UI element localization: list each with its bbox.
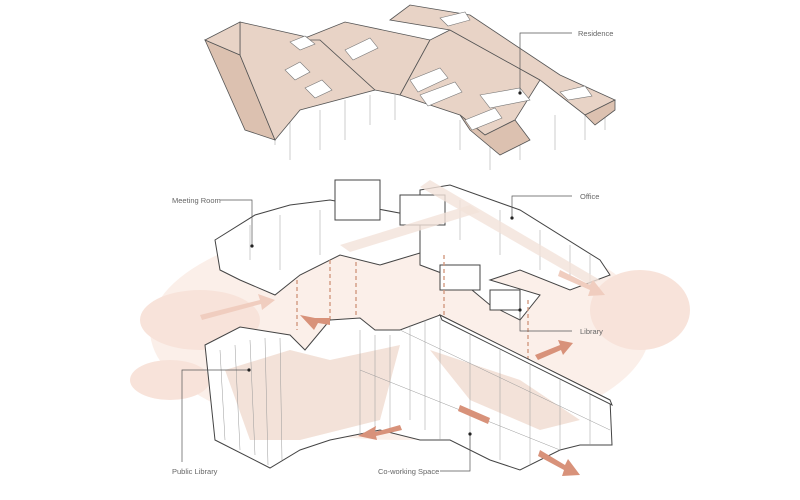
arrow-icon [200,294,275,320]
label-library-text: Library [580,327,603,336]
label-public-library-text: Public Library [172,467,218,476]
label-office-text: Office [580,192,599,201]
arrow-icon [300,315,330,330]
label-office: Office [510,192,599,220]
arrow-icon [558,270,605,296]
label-residence: Residence [518,29,613,95]
arrow-icon [535,340,573,360]
label-library: Library [518,308,603,336]
ground-floor-level [204,313,613,471]
arrow-icon [458,405,490,424]
arrow-icon [538,450,580,476]
label-coworking-space-text: Co-working Space [378,467,439,476]
residence-roof-level [204,4,616,170]
skylights [284,11,593,131]
label-residence-text: Residence [578,29,613,38]
meeting-partition [334,179,381,221]
label-meeting-room: Meeting Room [172,196,254,248]
label-meeting-room-text: Meeting Room [172,196,221,205]
upper-floor-level [214,179,611,321]
arrow-icon [358,425,402,440]
label-coworking-space: Co-working Space [378,432,472,476]
label-public-library: Public Library [172,368,251,476]
flow-arrows [200,270,605,476]
glazing-mullions [219,318,611,466]
